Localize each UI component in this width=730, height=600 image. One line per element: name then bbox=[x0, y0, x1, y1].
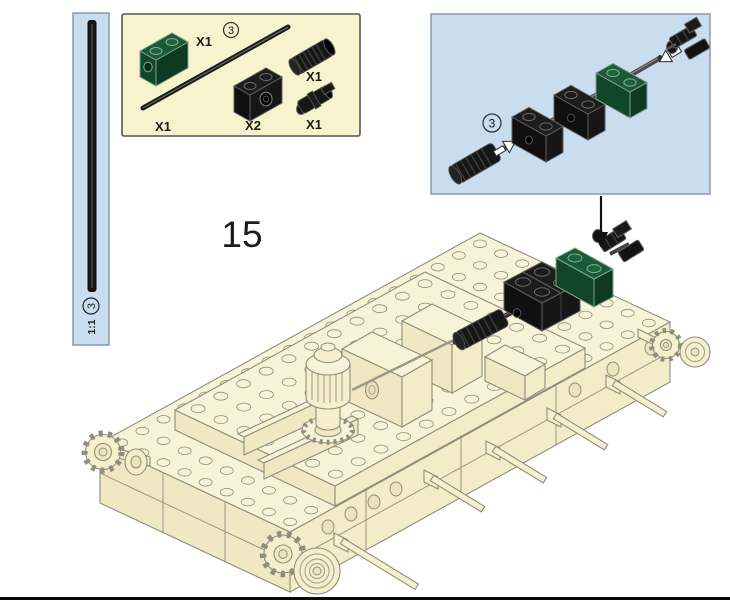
subassembly-black-brick-1 bbox=[510, 106, 565, 163]
model-chassis bbox=[81, 219, 711, 595]
part-dark-green-brick bbox=[138, 32, 190, 87]
part-half-pin-bush bbox=[296, 81, 336, 115]
turntable-gear-column bbox=[301, 342, 355, 445]
placement-arrow bbox=[594, 196, 608, 248]
part-half-pin-count: X1 bbox=[306, 117, 322, 132]
bottom-road-wheel bbox=[293, 547, 341, 595]
scale-callout-number: 3 bbox=[86, 303, 98, 309]
left-sprocket-wheel bbox=[81, 430, 151, 476]
subassembly-callout-number: 3 bbox=[489, 117, 496, 131]
insertion-arrow-lower bbox=[492, 140, 517, 157]
part-axle-count: X1 bbox=[155, 119, 171, 134]
part-black-brick-count: X2 bbox=[245, 118, 261, 133]
parts-callout-box: 3 X1 X1 X2 bbox=[121, 13, 361, 137]
axle-joiner-on-model bbox=[452, 309, 509, 351]
subassembly-axle-joiner bbox=[448, 143, 501, 185]
subassembly-small-parts bbox=[666, 16, 710, 60]
part-green-brick-count: X1 bbox=[196, 34, 212, 49]
green-brick-on-model bbox=[554, 247, 615, 308]
scale-strip: 3 1:1 bbox=[72, 12, 110, 346]
part-axle-joiner bbox=[288, 38, 336, 76]
parts-callout-circle bbox=[222, 21, 240, 39]
scale-ratio-label: 1:1 bbox=[86, 319, 98, 334]
subassembly-callout-circle bbox=[482, 113, 502, 133]
black-bricks-on-model bbox=[502, 261, 582, 332]
right-road-wheel bbox=[679, 336, 711, 368]
subassembly-box: 3 bbox=[430, 13, 711, 195]
page-bottom-border bbox=[0, 597, 730, 600]
right-gear-wheel bbox=[637, 328, 683, 362]
part-axle-joiner-count: X1 bbox=[306, 69, 322, 84]
subassembly-black-brick-2 bbox=[552, 84, 607, 141]
subassembly-green-brick bbox=[594, 62, 649, 119]
side-axles bbox=[333, 374, 668, 591]
part-black-technic-brick bbox=[232, 67, 284, 122]
parts-callout-number: 3 bbox=[228, 25, 234, 37]
scale-callout-circle bbox=[82, 297, 100, 315]
step-number: 15 bbox=[221, 214, 262, 255]
part-black-axle bbox=[140, 24, 291, 111]
